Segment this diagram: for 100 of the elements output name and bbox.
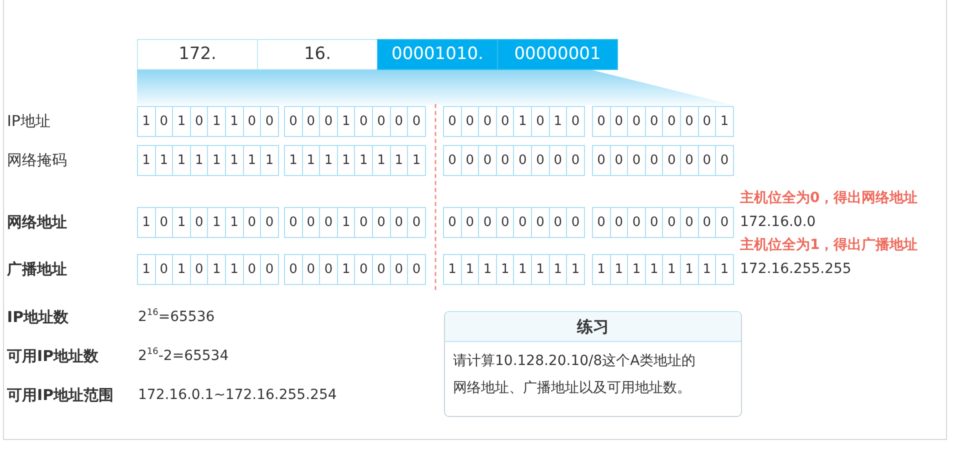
bit-cell: 0 (644, 207, 664, 238)
bit-cell: 1 (698, 254, 716, 285)
bit-cell: 0 (531, 207, 550, 238)
bit-cell: 1 (513, 106, 532, 137)
octet-box: 16. (257, 39, 378, 70)
bit-cell: 0 (319, 106, 338, 137)
stat-label: 可用IP地址数 (7, 346, 99, 366)
bit-cell: 1 (460, 254, 480, 285)
bit-cell: 0 (284, 254, 303, 285)
stat-value: 2$^{16}$-2=65534 (138, 346, 229, 366)
bit-cell: 1 (644, 254, 664, 285)
bit-cell: 0 (610, 145, 628, 176)
annotation-note: 主机位全为0，得出网络地址 (740, 188, 918, 208)
bit-cell: 0 (566, 207, 585, 238)
bit-cell: 1 (302, 145, 320, 176)
row-label: 广播地址 (7, 259, 67, 279)
bit-cell: 0 (443, 106, 462, 137)
bit-cell: 1 (566, 254, 585, 285)
bit-cell: 0 (443, 145, 462, 176)
bit-cell: 1 (336, 254, 356, 285)
row-label: IP地址 (7, 111, 50, 131)
stat-value: 2$^{16}$=65536 (138, 307, 215, 327)
bit-cell: 0 (460, 106, 480, 137)
bit-cell: 0 (319, 254, 338, 285)
highlighted-octet-box: 00001010. (377, 39, 498, 70)
bit-cell: 1 (354, 145, 373, 176)
bit-cell: 0 (354, 106, 373, 137)
bit-cell: 0 (496, 207, 514, 238)
bit-cell: 1 (715, 106, 734, 137)
bit-cell: 0 (566, 106, 585, 137)
bit-cell: 1 (336, 106, 356, 137)
bit-cell: 0 (407, 207, 426, 238)
bit-cell: 0 (260, 254, 279, 285)
bit-cell: 1 (172, 106, 191, 137)
bit-cell: 0 (190, 106, 208, 137)
bit-cell: 0 (662, 106, 681, 137)
bit-cell: 0 (610, 207, 628, 238)
bit-cell: 1 (172, 145, 191, 176)
bit-cell: 1 (137, 106, 156, 137)
bit-cell: 0 (478, 207, 497, 238)
bit-cell: 1 (513, 254, 532, 285)
bit-cell: 0 (354, 254, 373, 285)
bit-cell: 1 (592, 254, 611, 285)
bit-cell: 0 (627, 145, 646, 176)
bit-cell: 1 (443, 254, 462, 285)
octet-box: 172. (137, 39, 258, 70)
bit-cell: 1 (627, 254, 646, 285)
bit-cell: 1 (662, 254, 681, 285)
exercise-text: 请计算10.128.20.10/8这个A类地址的网络地址、广播地址以及可用地址数。 (453, 352, 697, 398)
bit-cell: 0 (284, 207, 303, 238)
bit-cell: 0 (662, 145, 681, 176)
bit-cell: 1 (336, 207, 356, 238)
bit-cell: 0 (531, 145, 550, 176)
bit-cell: 0 (478, 145, 497, 176)
bit-cell: 0 (407, 254, 426, 285)
bit-cell: 0 (372, 106, 391, 137)
bit-cell: 0 (302, 207, 320, 238)
bit-cell: 0 (715, 207, 734, 238)
bit-cell: 1 (207, 145, 226, 176)
bit-cell: 0 (698, 145, 716, 176)
bit-cell: 0 (372, 207, 391, 238)
bit-cell: 0 (698, 207, 716, 238)
bit-cell: 0 (680, 207, 699, 238)
bit-cell: 1 (190, 145, 208, 176)
bit-cell: 0 (260, 207, 279, 238)
bit-cell: 1 (715, 254, 734, 285)
bit-cell: 1 (284, 145, 303, 176)
bit-cell: 0 (627, 106, 646, 137)
bit-cell: 0 (460, 145, 480, 176)
bit-cell: 1 (242, 145, 262, 176)
bit-cell: 1 (531, 254, 550, 285)
bit-cell: 0 (566, 145, 585, 176)
bit-cell: 0 (715, 145, 734, 176)
bit-cell: 0 (531, 106, 550, 137)
bit-cell: 1 (496, 254, 514, 285)
bit-cell: 1 (336, 145, 356, 176)
bit-cell: 0 (407, 106, 426, 137)
bit-cell: 1 (407, 145, 426, 176)
row-label: 网络地址 (7, 212, 67, 232)
bit-cell: 0 (372, 254, 391, 285)
card-heading: 练习 (445, 312, 741, 342)
bit-cell: 0 (496, 106, 514, 137)
bit-cell: 1 (372, 145, 391, 176)
bit-cell: 1 (225, 254, 244, 285)
bit-cell: 1 (207, 106, 226, 137)
bit-cell: 1 (172, 207, 191, 238)
bit-cell: 0 (592, 207, 611, 238)
annotation-note: 主机位全为1，得出广播地址 (740, 236, 918, 255)
address-value: 172.16.255.255 (740, 260, 852, 279)
bit-cell: 1 (207, 207, 226, 238)
bit-cell: 0 (260, 106, 279, 137)
bit-cell: 0 (680, 145, 699, 176)
bit-cell: 0 (242, 254, 262, 285)
row-label: 网络掩码 (7, 150, 67, 170)
expansion-fan (137, 70, 733, 105)
bit-cell: 0 (190, 254, 208, 285)
bit-cell: 0 (302, 106, 320, 137)
bit-cell: 0 (284, 106, 303, 137)
bit-cell: 0 (698, 106, 716, 137)
bit-cell: 1 (680, 254, 699, 285)
